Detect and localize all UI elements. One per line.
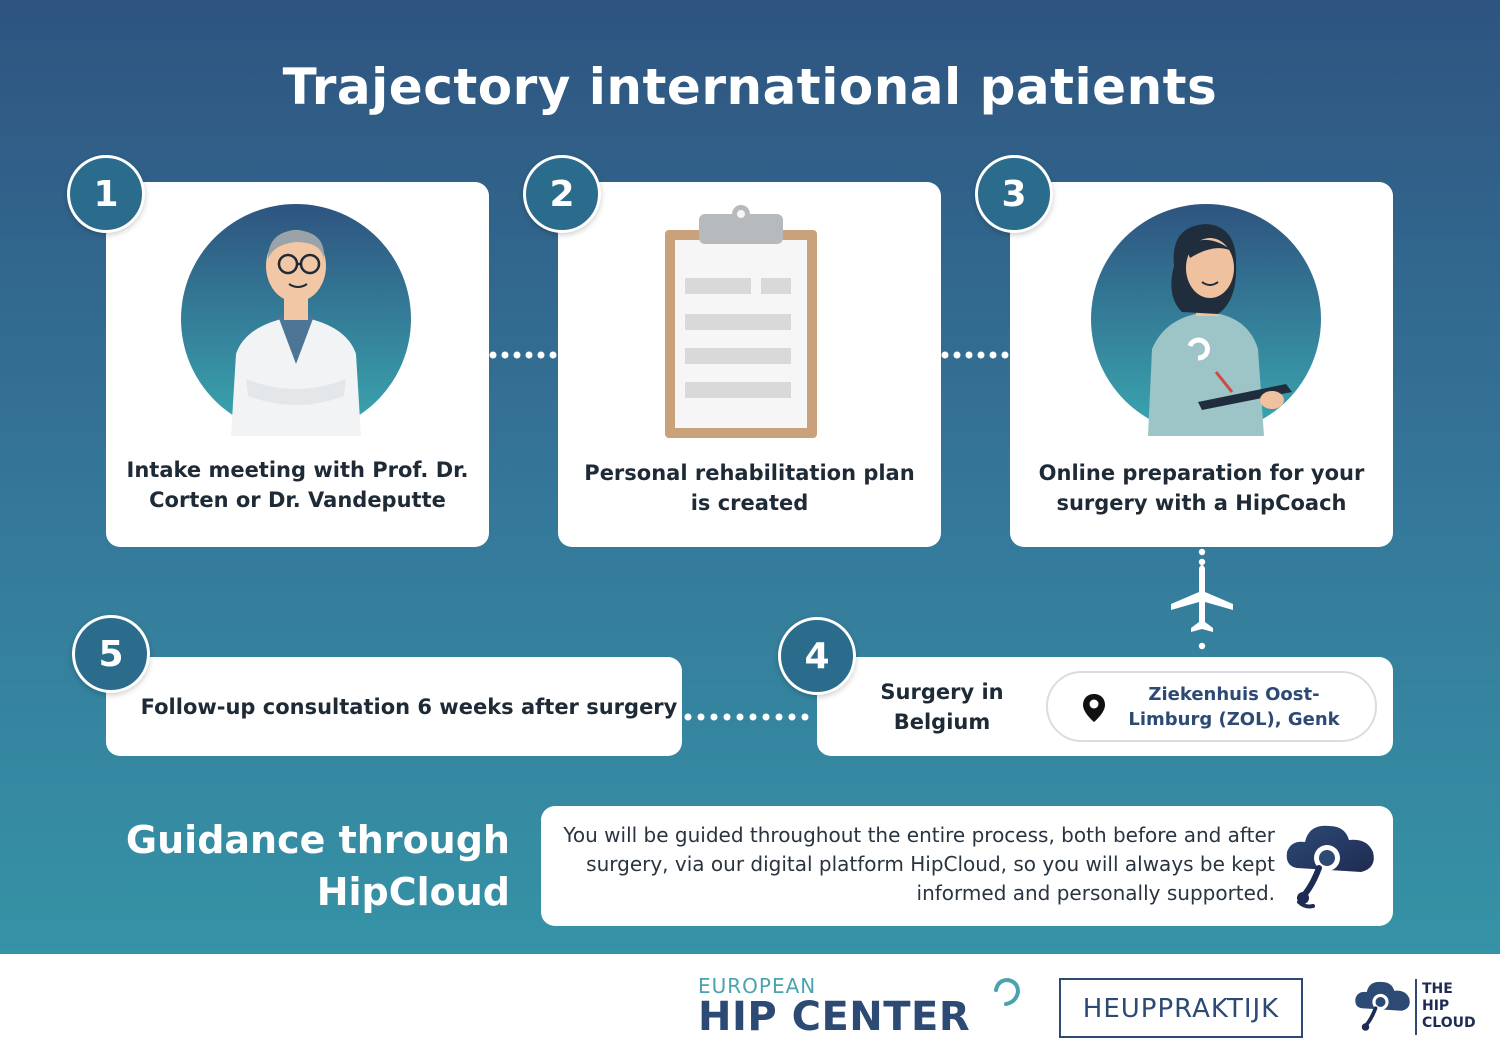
ehc-logo-swirl-icon	[994, 977, 1021, 1006]
step-badge-4: 4	[778, 617, 856, 695]
step-label-4: Surgery in Belgium	[880, 680, 1004, 734]
guidance-card: You will be guided throughout the entire…	[541, 806, 1393, 926]
location-pill: Ziekenhuis Oost-Limburg (ZOL), Genk	[1046, 671, 1377, 742]
step-badge-5: 5	[72, 615, 150, 693]
map-pin-icon	[1083, 694, 1105, 722]
ehc-logo-top: EUROPEAN	[698, 974, 817, 998]
connector-4-5	[684, 713, 809, 721]
page-title: Trajectory international patients	[282, 58, 1218, 116]
step-label-3: Online preparation for your surgery with…	[1038, 461, 1365, 515]
step-label-5: Follow-up consultation 6 weeks after sur…	[140, 695, 678, 719]
clipboard-illustration	[665, 205, 817, 438]
step-card-2: Personal rehabilitation plan is created	[558, 182, 941, 547]
the-hip-cloud-logo: THE HIP CLOUD	[1352, 977, 1482, 1037]
hipcloud-icon	[1286, 825, 1374, 909]
step-badge-2: 2	[523, 155, 601, 233]
connector-2-3	[941, 351, 1009, 359]
connector-1-2	[489, 351, 557, 359]
step-label-2: Personal rehabilitation plan is created	[584, 461, 915, 515]
ehc-logo-main: HIP CENTER	[698, 994, 971, 1040]
doctor-illustration	[181, 204, 411, 436]
step-badge-1: 1	[67, 155, 145, 233]
guidance-title: Guidance through HipCloud	[125, 818, 510, 914]
airplane-icon	[1171, 548, 1233, 650]
european-hip-center-logo: EUROPEAN HIP CENTER	[698, 974, 1028, 1044]
hipcloud-logo-icon	[1355, 981, 1410, 1031]
step-label-1: Intake meeting with Prof. Dr. Corten or …	[126, 458, 469, 512]
step-badge-3: 3	[975, 155, 1053, 233]
hipcloud-logo-line-3: CLOUD	[1422, 1015, 1476, 1031]
location-text: Ziekenhuis Oost-Limburg (ZOL), Genk	[1128, 684, 1340, 730]
heuppraktijk-text: HEUPPRAKTIJK	[1082, 994, 1280, 1024]
hipcloud-logo-divider	[1415, 979, 1417, 1035]
step-card-5: Follow-up consultation 6 weeks after sur…	[106, 657, 682, 756]
hipcloud-logo-line-1: THE	[1422, 981, 1453, 997]
guidance-text: You will be guided throughout the entire…	[563, 823, 1275, 905]
hipcloud-logo-line-2: HIP	[1422, 998, 1450, 1014]
step-card-1: Intake meeting with Prof. Dr. Corten or …	[106, 182, 489, 547]
step-card-3: Online preparation for your surgery with…	[1010, 182, 1393, 547]
hipcoach-illustration	[1091, 204, 1321, 436]
heuppraktijk-logo: HEUPPRAKTIJK	[1059, 978, 1303, 1038]
